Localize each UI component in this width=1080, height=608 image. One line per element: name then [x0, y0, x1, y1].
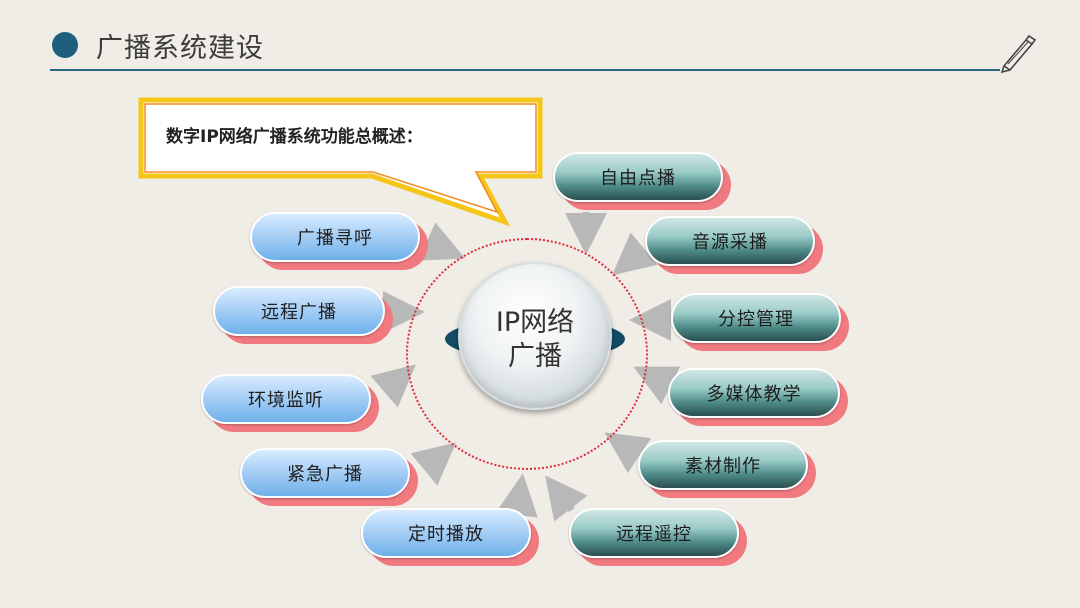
- pill-env-monitor-label: 环境监听: [201, 374, 371, 424]
- arrow-right-5: [604, 432, 652, 474]
- arrow-right-2: [611, 232, 658, 276]
- hub-circle: [458, 262, 612, 410]
- callout-text: 数字IP网络广播系统功能总概述：: [166, 127, 423, 147]
- pill-sub-control: 分控管理: [671, 293, 849, 351]
- pill-on-demand-label: 自由点播: [553, 152, 723, 202]
- pill-audio-capture: 音源采播: [645, 216, 823, 274]
- arrow-right-4: [633, 366, 681, 405]
- hub-label-line2: 广播: [508, 341, 562, 372]
- pill-sub-control-label: 分控管理: [671, 293, 841, 343]
- pill-emergency-label: 紧急广播: [240, 448, 410, 498]
- pill-scheduled: 定时播放: [361, 508, 539, 566]
- pill-remote-broadcast: 远程广播: [213, 286, 393, 344]
- pill-paging-label: 广播寻呼: [250, 212, 420, 262]
- pen-icon: [1000, 34, 1037, 74]
- pill-multimedia: 多媒体教学: [668, 368, 848, 426]
- pill-multimedia-label: 多媒体教学: [668, 368, 840, 418]
- pill-remote-control: 远程遥控: [569, 508, 747, 566]
- arrow-left-1: [418, 222, 466, 261]
- hub-label-line1: IP网络: [495, 307, 575, 338]
- pill-emergency: 紧急广播: [240, 448, 418, 506]
- arrow-left-4: [410, 442, 457, 486]
- hub-label: IP网络 广播: [458, 306, 612, 374]
- pill-scheduled-label: 定时播放: [361, 508, 531, 558]
- pill-remote-broadcast-label: 远程广播: [213, 286, 385, 336]
- page-title: 广播系统建设: [96, 33, 264, 64]
- pill-audio-capture-label: 音源采播: [645, 216, 815, 266]
- pill-material-label: 素材制作: [638, 440, 808, 490]
- pill-env-monitor: 环境监听: [201, 374, 379, 432]
- pill-remote-control-label: 远程遥控: [569, 508, 739, 558]
- dotted-ring: [406, 238, 648, 470]
- arrow-left-5: [496, 473, 538, 518]
- title-bullet-dot: [52, 32, 78, 58]
- pill-paging: 广播寻呼: [250, 212, 428, 270]
- arrow-left-3: [370, 364, 416, 408]
- pill-material: 素材制作: [638, 440, 816, 498]
- title-underline: [50, 69, 1000, 71]
- pill-on-demand: 自由点播: [553, 152, 731, 210]
